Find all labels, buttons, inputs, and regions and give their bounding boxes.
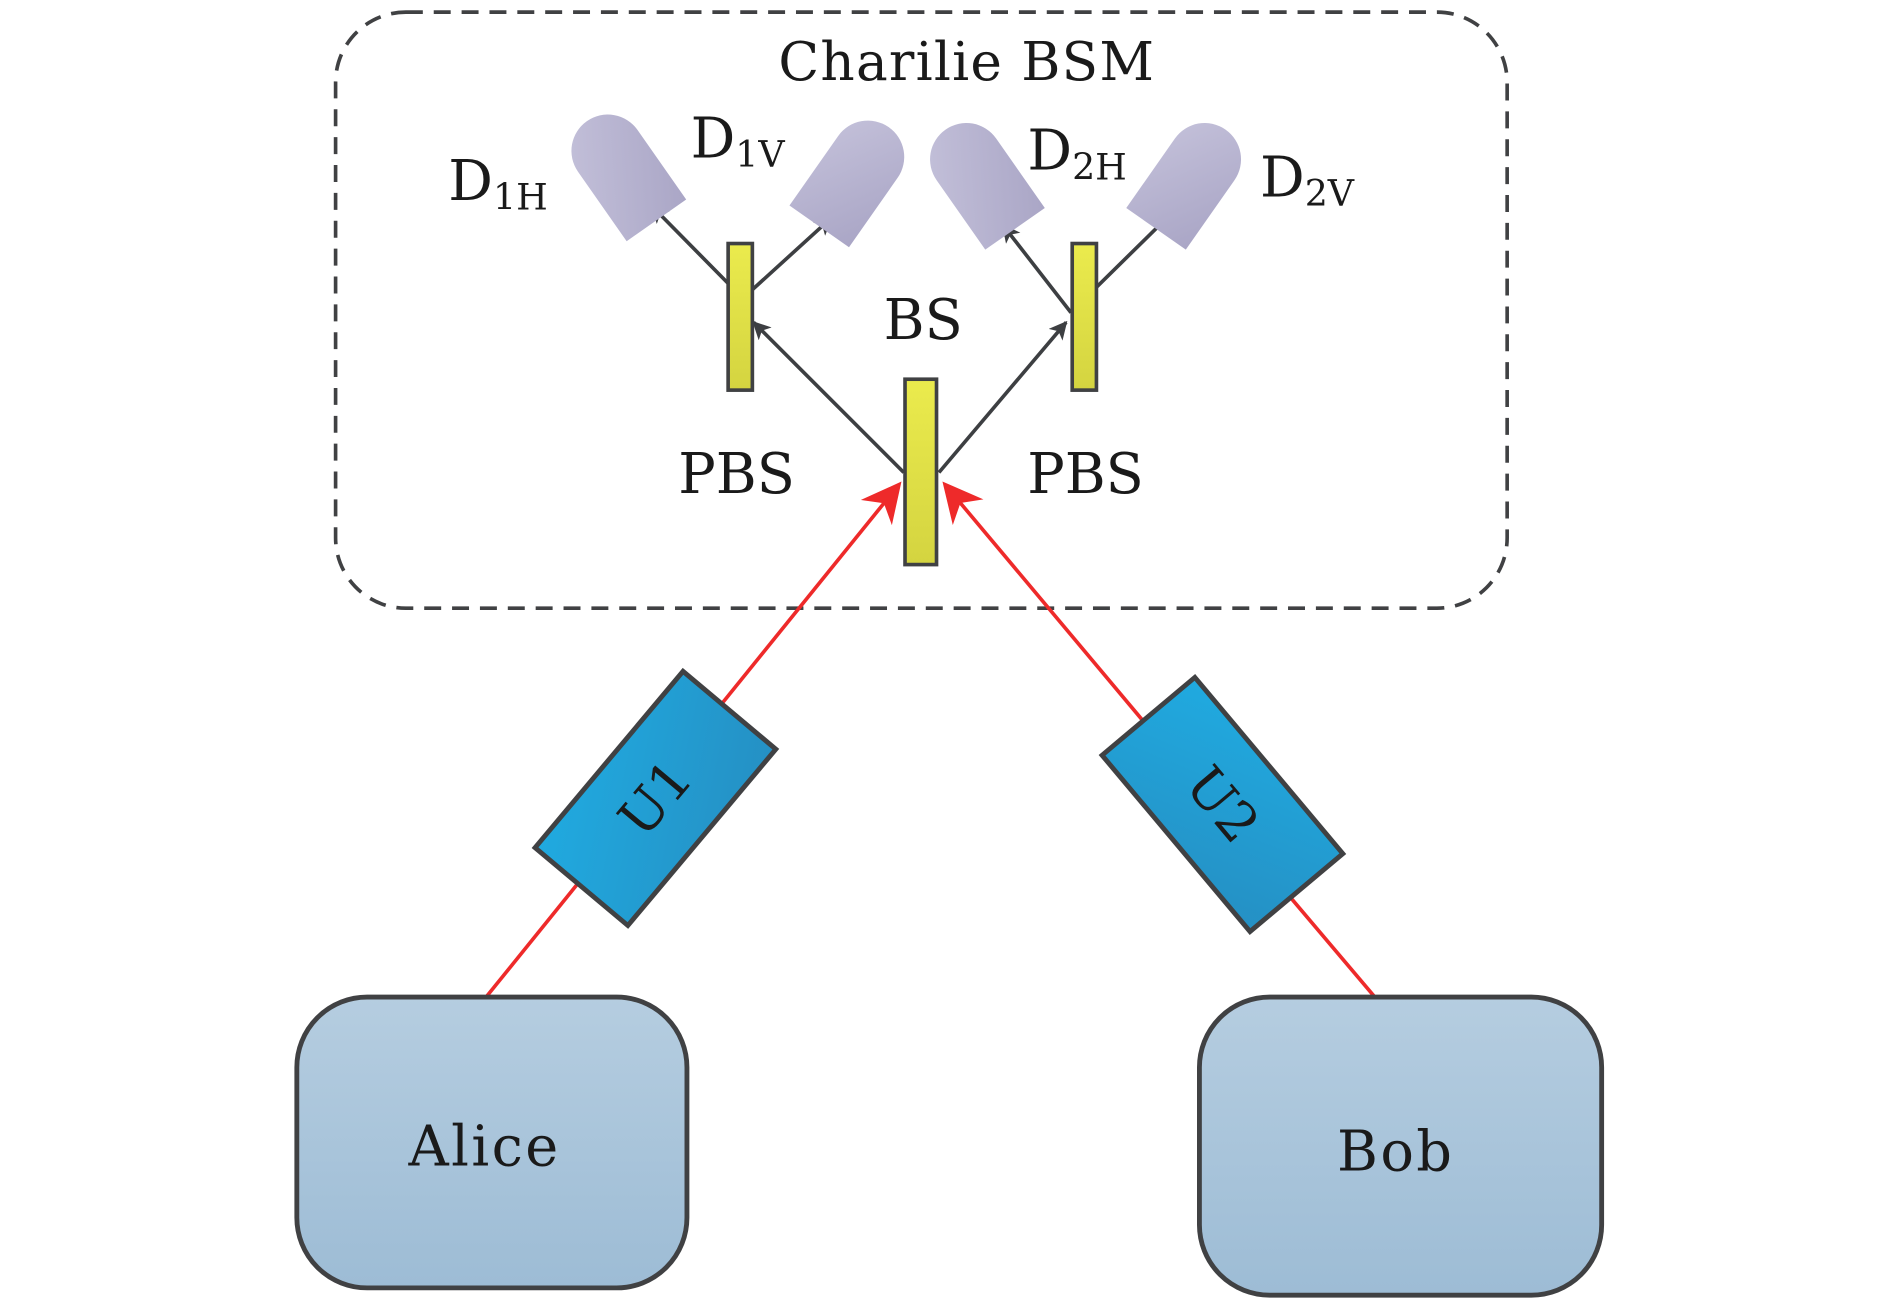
pbs-right — [1070, 241, 1099, 392]
party-alice-label: Alice — [408, 1115, 561, 1180]
detector-icon — [930, 123, 1045, 250]
party-bob-label: Bob — [1337, 1119, 1454, 1184]
bsm-group-border — [333, 10, 1509, 611]
pbs-left — [726, 241, 755, 392]
unitary-u2: U2 — [1098, 673, 1347, 935]
pbs-right-label: PBS — [1027, 442, 1144, 507]
party-alice: Alice — [294, 994, 690, 1291]
unitary-u1: U1 — [531, 667, 780, 929]
detector-icon — [571, 114, 687, 242]
path-bs-pbs-left — [752, 320, 906, 474]
path-bob-u2 — [1285, 891, 1376, 998]
party-alice-box — [294, 994, 690, 1291]
detector-d1h-label: D1H — [448, 149, 547, 219]
path-pbs-left-d1h — [650, 204, 737, 293]
party-bob-box — [1197, 994, 1605, 1298]
beam-splitter — [903, 377, 939, 567]
path-u2-bs — [942, 481, 1148, 726]
unitary-u2-box — [1098, 673, 1347, 935]
detector-icon — [1126, 123, 1241, 250]
detector-d2h: D2H — [930, 119, 1127, 250]
bsm-group: Charilie BSM — [333, 10, 1509, 611]
detector-d2h-label: D2H — [1027, 119, 1126, 189]
detector-d1v: D1V — [691, 107, 905, 248]
party-bob: Bob — [1197, 994, 1605, 1298]
detector-d2v-label: D2V — [1260, 145, 1355, 215]
photon-paths — [485, 481, 1376, 998]
unitary-u1-box — [531, 667, 780, 929]
pbs-left-label: PBS — [678, 442, 795, 507]
path-bs-pbs-right — [937, 320, 1068, 474]
detector-d2v: D2V — [1126, 123, 1355, 250]
detector-icon — [789, 120, 905, 248]
path-pbs-left-d1v — [749, 216, 833, 293]
path-alice-u1 — [485, 874, 586, 998]
bsm-group-title: Charilie BSM — [778, 31, 1155, 93]
path-u1-bs — [718, 481, 902, 708]
detector-d1h: D1H — [448, 114, 687, 242]
bs-label: BS — [884, 288, 963, 353]
path-pbs-right-d2h — [1001, 223, 1073, 314]
detector-d1v-label: D1V — [691, 107, 786, 177]
